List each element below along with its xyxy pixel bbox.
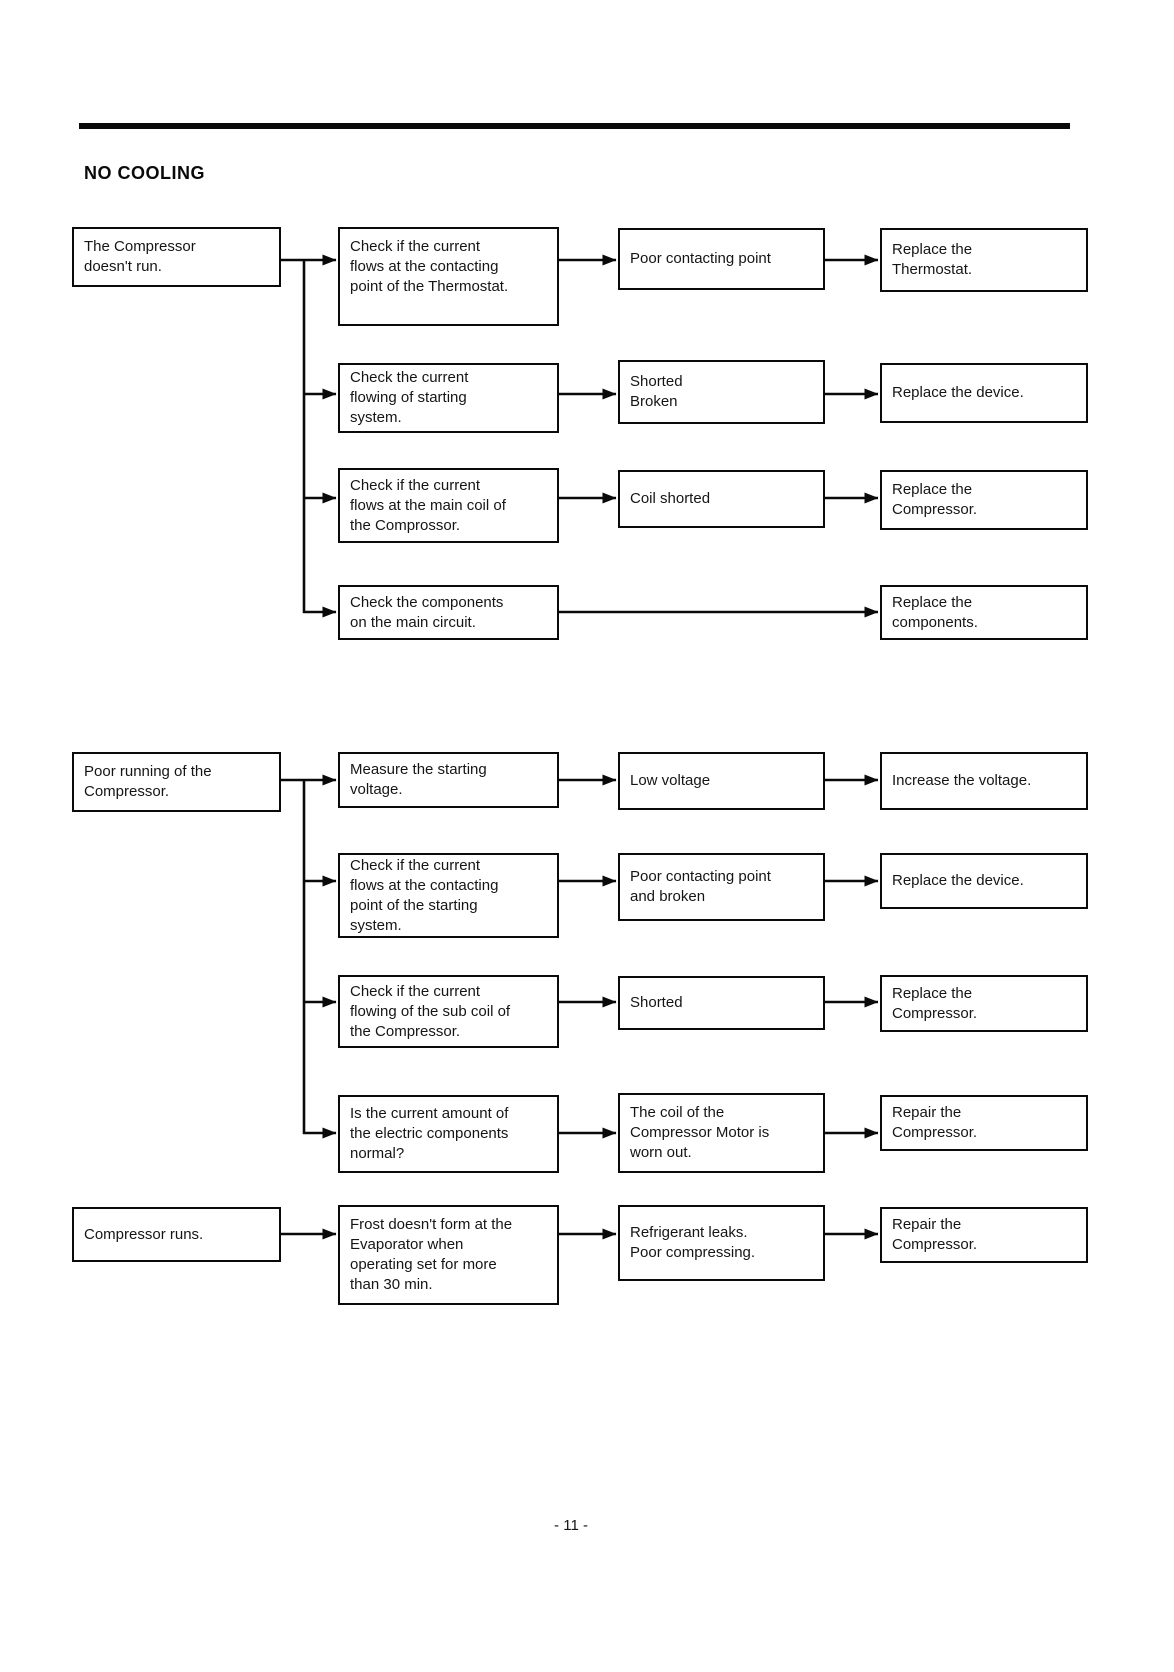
action-box: Replace the device. (880, 363, 1088, 423)
action-box: Replace the Compressor. (880, 470, 1088, 530)
check-box: Check if the current flows at the main c… (338, 468, 559, 543)
page-number: - 11 - (554, 1517, 588, 1534)
action-box: Repair the Compressor. (880, 1207, 1088, 1263)
action-box: Replace the components. (880, 585, 1088, 640)
finding-box: Poor contacting point (618, 228, 825, 290)
check-box: Check the current flowing of starting sy… (338, 363, 559, 433)
check-box: Check if the current flows at the contac… (338, 227, 559, 326)
finding-box: The coil of the Compressor Motor is worn… (618, 1093, 825, 1173)
check-box: Measure the starting voltage. (338, 752, 559, 808)
finding-box: Shorted Broken (618, 360, 825, 424)
action-box: Repair the Compressor. (880, 1095, 1088, 1151)
check-box: Is the current amount of the electric co… (338, 1095, 559, 1173)
check-box: Check the components on the main circuit… (338, 585, 559, 640)
finding-box: Poor contacting point and broken (618, 853, 825, 921)
action-box: Increase the voltage. (880, 752, 1088, 810)
cause-box: Poor running of the Compressor. (72, 752, 281, 812)
check-box: Check if the current flows at the contac… (338, 853, 559, 938)
header-rule (79, 123, 1070, 129)
action-box: Replace the device. (880, 853, 1088, 909)
action-box: Replace the Thermostat. (880, 228, 1088, 292)
finding-box: Low voltage (618, 752, 825, 810)
page-title: NO COOLING (84, 163, 205, 183)
finding-box: Coil shorted (618, 470, 825, 528)
finding-box: Refrigerant leaks. Poor compressing. (618, 1205, 825, 1281)
action-box: Replace the Compressor. (880, 975, 1088, 1032)
finding-box: Shorted (618, 976, 825, 1030)
check-box: Check if the current flowing of the sub … (338, 975, 559, 1048)
cause-box: Compressor runs. (72, 1207, 281, 1262)
check-box: Frost doesn't form at the Evaporator whe… (338, 1205, 559, 1305)
cause-box: The Compressor doesn't run. (72, 227, 281, 287)
